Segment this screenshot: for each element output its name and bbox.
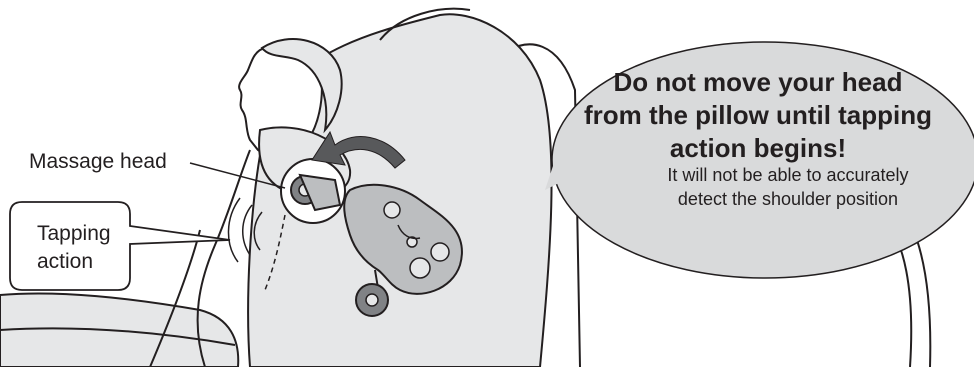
warning-heading-line-2: from the pillow until tapping xyxy=(548,99,968,132)
warning-body-line-1: It will not be able to accurately xyxy=(608,163,968,187)
tapping-action-line-2: action xyxy=(37,248,147,276)
tapping-action-line-1: Tapping xyxy=(37,220,147,248)
warning-heading-line-1: Do not move your head xyxy=(548,66,968,99)
warning-body-line-2: detect the shoulder position xyxy=(608,187,968,211)
tapping-action-label: Tapping action xyxy=(37,220,147,276)
warning-body: It will not be able to accurately detect… xyxy=(608,163,968,211)
lower-roller-inner xyxy=(366,294,378,306)
massage-head-label: Massage head xyxy=(29,150,167,174)
mechanism-hole-2 xyxy=(410,258,430,278)
mechanism-hole-1 xyxy=(384,202,400,218)
warning-bubble-text: Do not move your head from the pillow un… xyxy=(548,66,968,211)
mechanism-hole-3 xyxy=(431,243,449,261)
warning-heading-line-3: action begins! xyxy=(548,132,968,165)
warning-heading: Do not move your head from the pillow un… xyxy=(548,66,968,165)
